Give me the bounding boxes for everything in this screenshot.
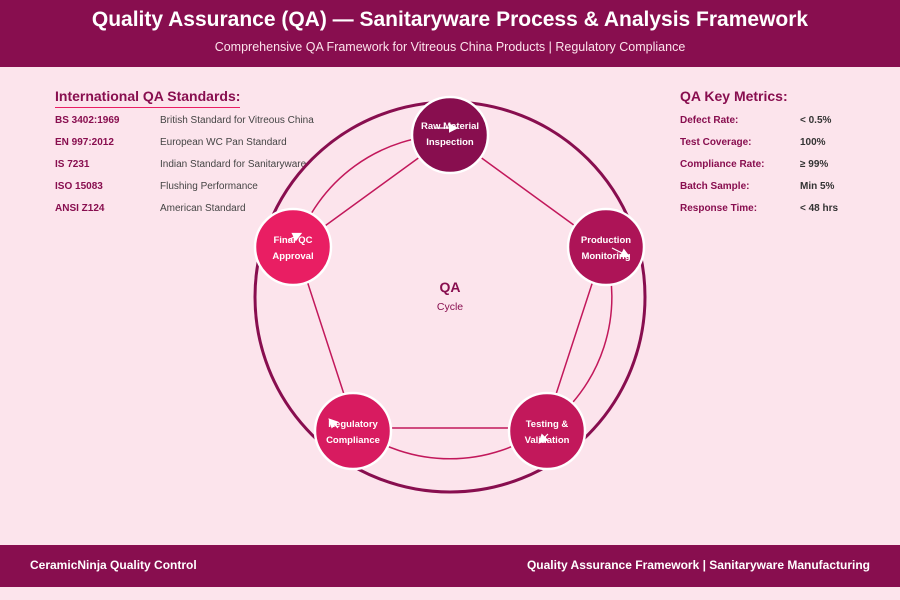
footer-brand: CeramicNinja Quality Control [30,558,197,572]
node-circle [507,391,587,471]
metric-label: Response Time: [680,203,758,214]
standards-panel: International QA Standards: BS 3402:1969… [55,88,325,214]
standard-desc: Indian Standard for Sanitaryware [160,159,307,170]
footer: CeramicNinja Quality Control Quality Ass… [0,545,900,587]
standard-code: ANSI Z124 [55,203,105,214]
node-label-line2: Compliance [326,435,380,446]
standard-code: ISO 15083 [55,181,103,192]
node-label-line1: Regulatory [328,419,378,430]
standard-desc: European WC Pan Standard [160,137,287,148]
metric-label: Defect Rate: [680,115,739,126]
flow-arrow-icon [611,247,631,258]
node-label-line2: Inspection [426,137,474,148]
metric-label: Batch Sample: [680,181,750,192]
node-circle [566,207,646,287]
metric-label: Test Coverage: [680,137,752,148]
cycle-center-title: QA [440,279,461,295]
node-label-line1: Final QC [273,235,312,246]
flow-arrow-icon [287,232,303,242]
node-circle [253,207,333,287]
page-subtitle: Comprehensive QA Framework for Vitreous … [214,40,686,54]
node-label-line1: Raw Material [421,121,479,132]
standard-desc: Flushing Performance [160,181,258,192]
standard-desc: British Standard for Vitreous China [160,115,314,126]
node-label-line2: Monitoring [581,251,630,262]
metric-value: 100% [800,137,826,148]
cycle-node-regulatory: Regulatory Compliance [313,391,393,471]
standard-code: IS 7231 [55,159,90,170]
cycle-node-production: Production Monitoring [566,207,646,287]
cycle-node-raw-material: Raw Material Inspection [410,95,490,175]
standard-code: EN 997:2012 [55,137,114,148]
metric-value: Min 5% [800,181,835,192]
flow-arrow-icon [328,418,339,429]
flow-arrow-icon [538,433,549,444]
node-circle [313,391,393,471]
metrics-panel: QA Key Metrics: Defect Rate: < 0.5% Test… [680,88,880,214]
page-title: Quality Assurance (QA) — Sanitaryware Pr… [91,8,809,31]
cycle-node-testing: Testing & Validation [507,391,587,471]
metric-value: < 48 hrs [800,203,839,214]
metric-value: ≥ 99% [800,159,829,170]
node-circle [410,95,490,175]
node-label-line1: Production [581,235,631,246]
metric-value: < 0.5% [800,115,832,126]
metric-label: Compliance Rate: [680,159,765,170]
node-label-line1: Testing & [526,419,569,430]
node-label-line2: Approval [272,251,313,262]
cycle-node-final-qc: Final QC Approval [253,207,333,287]
cycle-center-subtitle: Cycle [437,301,463,313]
standards-title: International QA Standards: [55,88,241,108]
header: Quality Assurance (QA) — Sanitaryware Pr… [0,0,900,67]
footer-caption: Quality Assurance Framework | Sanitarywa… [526,558,870,572]
node-label-line2: Validation [525,435,570,446]
metrics-title: QA Key Metrics: [680,88,788,104]
standard-code: BS 3402:1969 [55,115,120,126]
standard-desc: American Standard [160,203,246,214]
